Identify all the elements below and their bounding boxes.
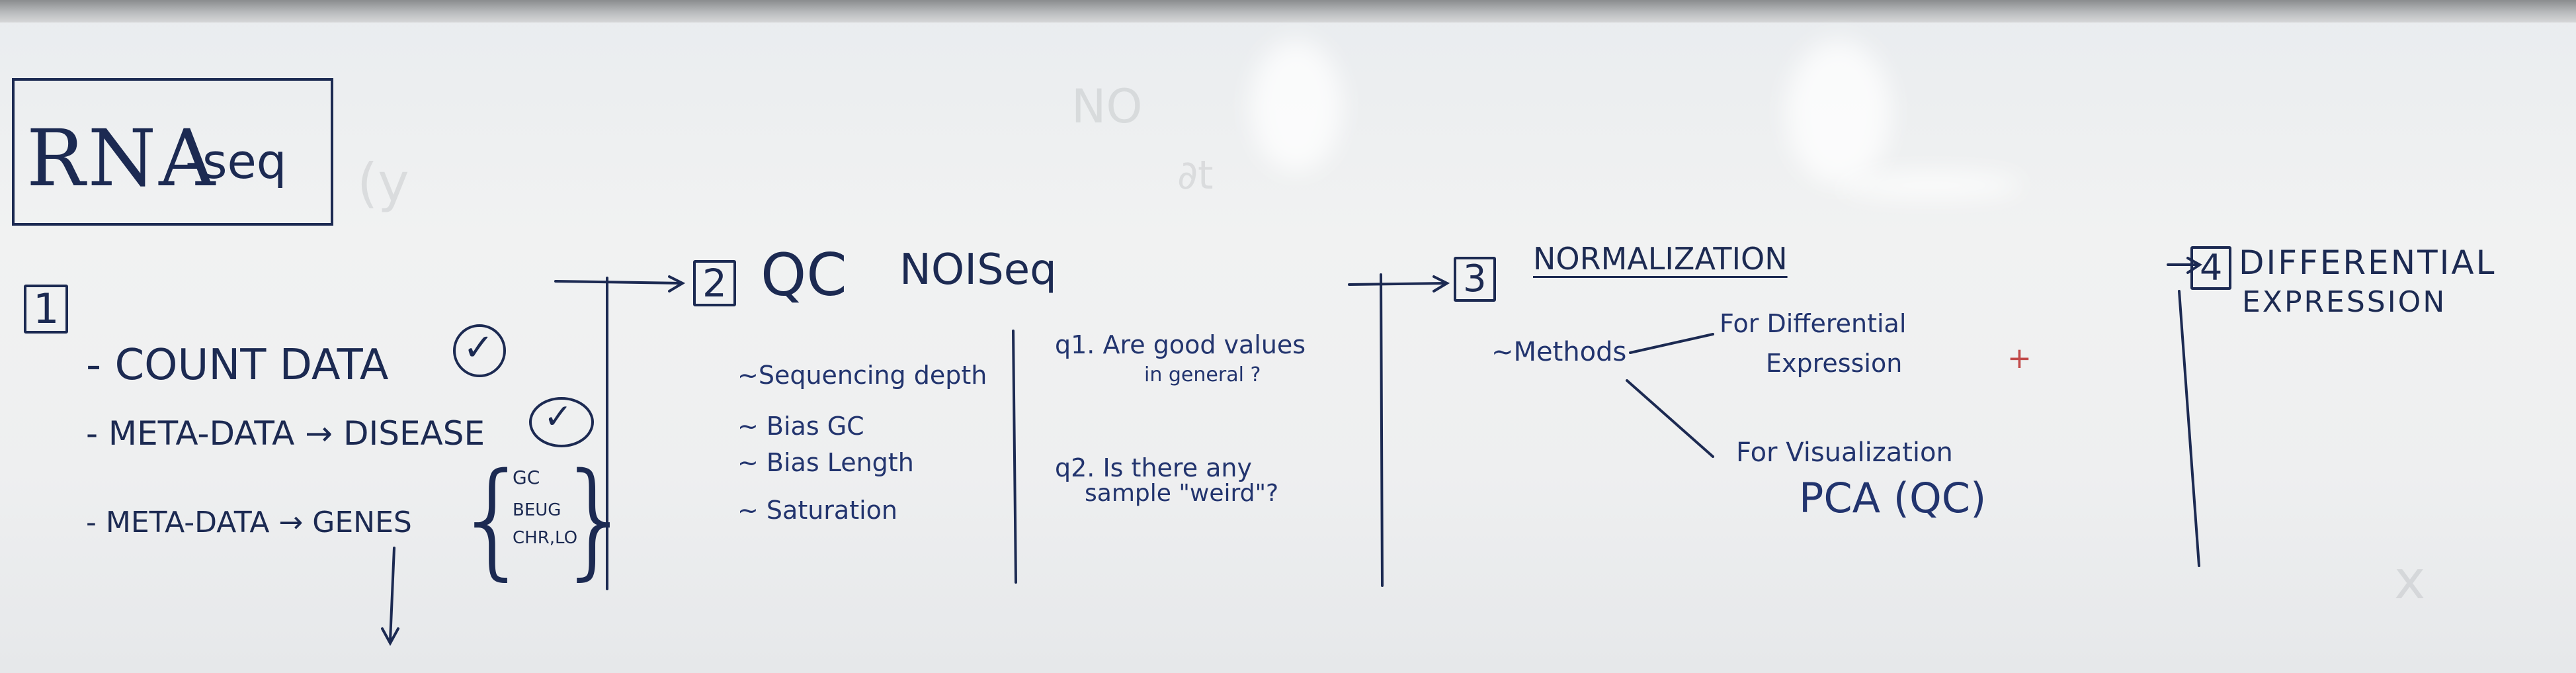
erased-writing: ∂t bbox=[1177, 152, 1214, 199]
erased-writing: (y bbox=[357, 152, 409, 214]
qc-item-length: ~ Bias Length bbox=[737, 448, 914, 477]
step4-heading-line1: DIFFERENTIAL bbox=[2239, 244, 2497, 282]
check-mark-icon: ✓ bbox=[463, 326, 494, 369]
step1-number: 1 bbox=[24, 285, 69, 334]
step1-item-count: - COUNT DATA bbox=[86, 341, 389, 390]
check-mark-icon: ✓ bbox=[544, 397, 573, 437]
step2-heading: QC bbox=[761, 241, 847, 309]
step1-item-disease: - META-DATA → DISEASE bbox=[86, 414, 485, 453]
step4-number: 4 bbox=[2190, 246, 2232, 290]
qc-item-depth: ~Sequencing depth bbox=[737, 361, 987, 390]
step2-number: 2 bbox=[693, 260, 736, 306]
qc-question-1-line2: in general ? bbox=[1144, 363, 1261, 386]
check-circle-icon bbox=[453, 324, 506, 377]
glare-spot bbox=[1839, 172, 2024, 199]
title-suffix: -seq bbox=[185, 134, 287, 189]
qc-question-2-line1: q2. Is there any bbox=[1055, 453, 1253, 482]
title-box bbox=[12, 78, 333, 226]
genes-attr-beug: BEUG bbox=[513, 500, 561, 520]
glare-spot bbox=[1786, 40, 1891, 185]
branch2-line2: PCA (QC) bbox=[1799, 474, 1987, 522]
branch1-line2: Expression bbox=[1766, 349, 1903, 378]
step3-number: 3 bbox=[1454, 257, 1496, 302]
genes-attr-gc: GC bbox=[513, 467, 540, 488]
genes-attr-chr: CHR,LO bbox=[513, 528, 578, 548]
erased-writing: x bbox=[2394, 549, 2426, 611]
step3-heading: NORMALIZATION bbox=[1533, 241, 1788, 277]
step1-item-genes: - META-DATA → GENES bbox=[86, 506, 412, 539]
step2-tool: NOISeq bbox=[899, 246, 1057, 294]
branch2-line1: For Visualization bbox=[1736, 437, 1953, 468]
qc-item-gc: ~ Bias GC bbox=[737, 412, 864, 441]
red-plus-mark: + bbox=[2007, 341, 2032, 375]
genes-bracket-close: } bbox=[556, 446, 636, 592]
erased-writing: NO bbox=[1071, 79, 1143, 134]
qc-question-2-line2: sample "weird"? bbox=[1085, 480, 1279, 507]
normalization-methods: ~Methods bbox=[1491, 337, 1627, 367]
whiteboard-frame bbox=[0, 0, 2576, 22]
step4-heading-line2: EXPRESSION bbox=[2242, 285, 2447, 319]
branch1-line1: For Differential bbox=[1720, 309, 1907, 338]
glare-spot bbox=[1250, 40, 1343, 172]
title-main: RNA bbox=[26, 112, 218, 204]
check-circle-icon bbox=[529, 397, 594, 447]
qc-question-1-line1: q1. Are good values bbox=[1055, 330, 1306, 359]
genes-bracket-open: { bbox=[453, 446, 533, 592]
qc-item-saturation: ~ Saturation bbox=[737, 496, 898, 525]
